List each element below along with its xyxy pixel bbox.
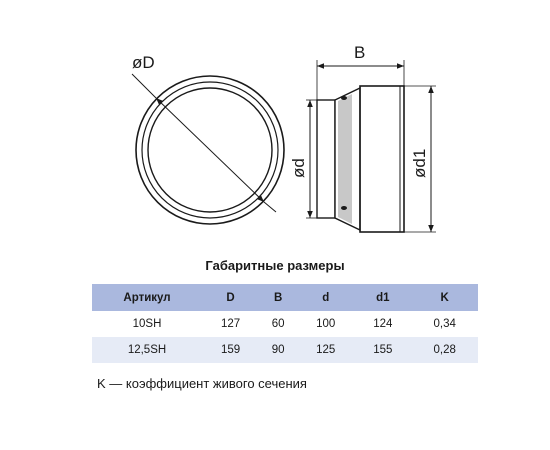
table-row: 10SH 127 60 100 124 0,34 xyxy=(92,311,478,337)
table-row: 12,5SH 159 90 125 155 0,28 xyxy=(92,337,478,363)
diameter-leader-tail xyxy=(263,201,277,213)
technical-drawing: øD B ød ød1 xyxy=(131,43,436,233)
body xyxy=(359,85,405,233)
footnote: K — коэффициент живого сечения xyxy=(97,376,307,391)
side-width-label: B xyxy=(354,43,365,62)
table-title: Габаритные размеры xyxy=(205,258,345,273)
diameter-leader-line xyxy=(131,73,157,99)
side-outer-diameter-label: ød1 xyxy=(410,149,429,178)
outer-ring xyxy=(135,75,285,225)
front-diameter-label: øD xyxy=(132,53,155,72)
table-header-row: Артикул D B d d1 K xyxy=(92,284,478,311)
rivet-bottom xyxy=(341,206,347,210)
cell-d-inner: 125 xyxy=(297,337,355,363)
diameter-dimension-line xyxy=(155,97,265,203)
cell-article: 12,5SH xyxy=(92,337,202,363)
cell-b: 90 xyxy=(259,337,298,363)
dimensions-table: Артикул D B d d1 K 10SH 127 60 100 124 0… xyxy=(92,284,478,363)
flare-shade xyxy=(338,94,352,224)
inner-ring xyxy=(147,87,273,213)
cell-article: 10SH xyxy=(132,318,162,330)
side-inner-diameter-label: ød xyxy=(289,158,308,178)
cell-d-inner: 100 xyxy=(316,318,336,330)
header-d1: d1 xyxy=(354,284,412,311)
cell-k: 0,28 xyxy=(411,337,478,363)
header-article: Артикул xyxy=(92,284,202,311)
cell-b: 60 xyxy=(271,318,285,330)
middle-ring xyxy=(141,81,279,219)
cell-d-outer: 159 xyxy=(202,337,260,363)
header-d-inner: d xyxy=(297,284,355,311)
cell-d-outer: 127 xyxy=(220,318,241,330)
rivet-top xyxy=(341,96,347,100)
cell-d1: 124 xyxy=(373,318,393,330)
front-view xyxy=(131,73,285,225)
cell-k: 0,34 xyxy=(433,318,456,330)
side-view xyxy=(306,60,436,233)
header-b: B xyxy=(259,284,298,311)
header-k: K xyxy=(411,284,478,311)
collar xyxy=(316,99,336,219)
cell-d1: 155 xyxy=(354,337,412,363)
header-d-outer: D xyxy=(202,284,260,311)
